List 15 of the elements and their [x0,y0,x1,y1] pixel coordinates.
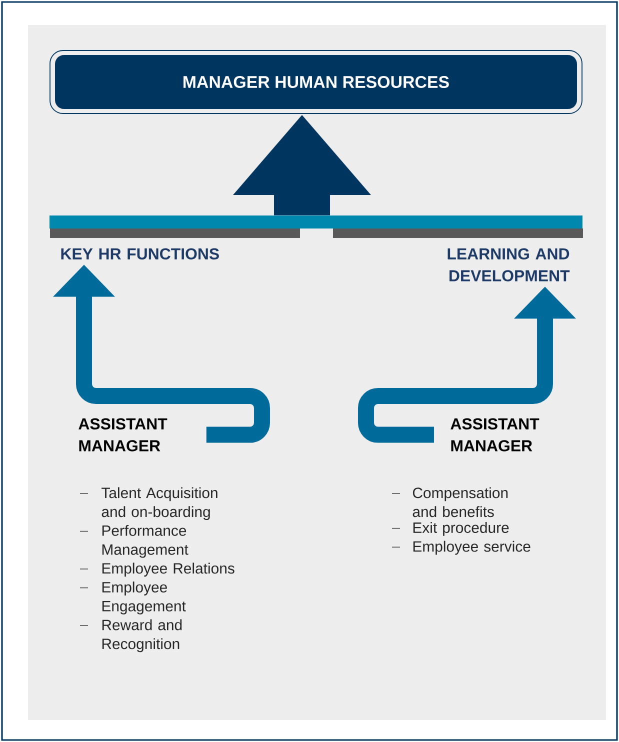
section-heading: LEARNING AND DEVELOPMENT [448,248,570,282]
divider-bar [50,216,583,238]
list-item: Compensation and benefits [412,487,508,518]
role-heading: ASSISTANT MANAGER [450,418,540,452]
list-item: Employee Engagement [102,582,186,614]
block-arrow [233,114,371,216]
list-item: Employee service [413,540,530,555]
title-box: MANAGER HUMAN RESOURCES [50,50,582,114]
list-item: Performance Management [102,524,188,558]
list-item: Exit procedure [413,522,509,536]
list-item: Employee Relations [102,562,234,577]
role-heading: ASSISTANT MANAGER [78,418,168,452]
section-heading: KEY HR FUNCTIONS [61,248,219,260]
list-item: Reward and Recognition [102,619,182,652]
list-item: Talent Acquisition and on-boarding [102,487,218,520]
